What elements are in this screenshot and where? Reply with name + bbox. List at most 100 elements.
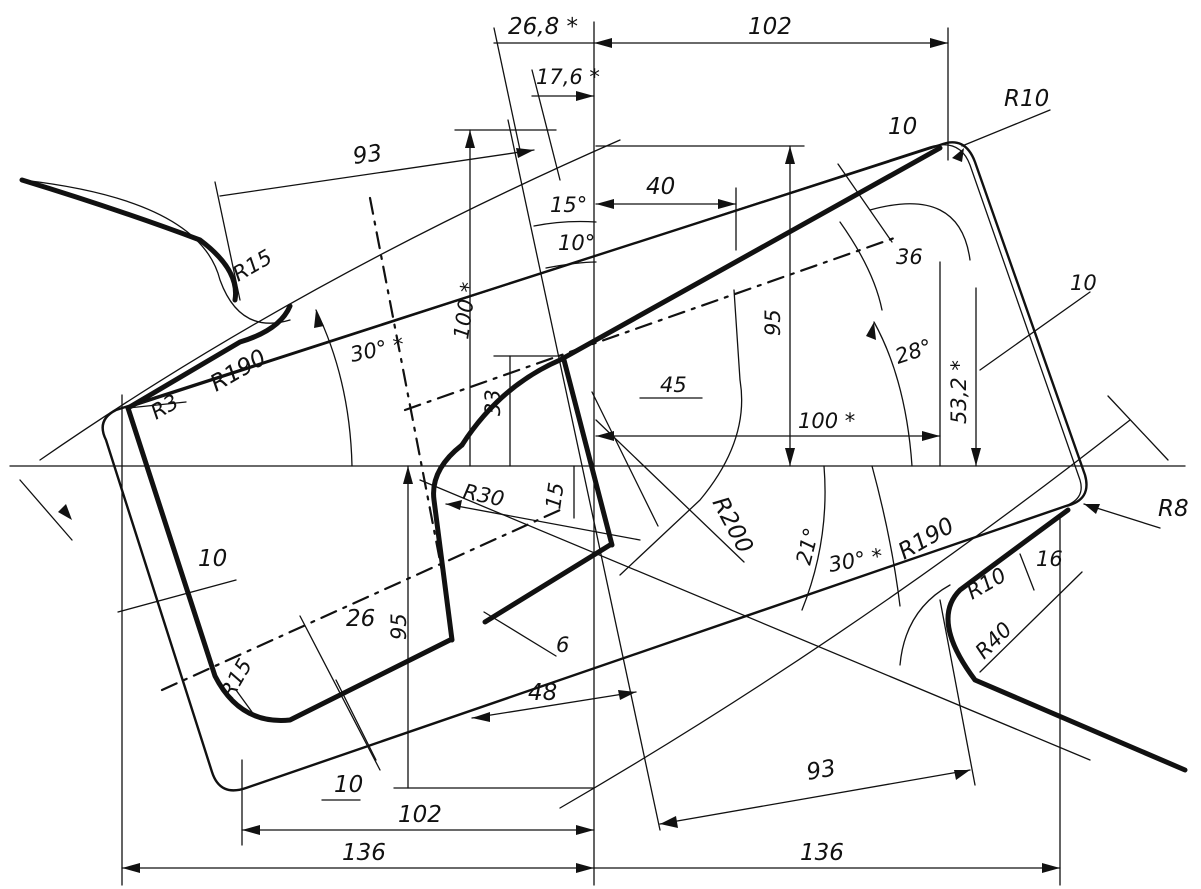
dash-dot-line-lower (160, 508, 562, 692)
arrowhead (785, 448, 795, 466)
ext-line-532 (531, 69, 561, 181)
arrowhead (576, 863, 594, 873)
dim-line-16 (1019, 553, 1035, 591)
left-hook (19, 177, 239, 303)
label-r10-bottom: R10 (963, 563, 1011, 604)
label-r8: R8 (1158, 496, 1189, 522)
arrowhead (952, 148, 964, 162)
label-r190-left: R190 (206, 345, 271, 397)
arrowhead (971, 448, 981, 466)
outer-contour (101, 141, 1088, 792)
leader-6 (483, 611, 557, 657)
arrowhead (516, 148, 534, 158)
label-136-right: 136 (800, 840, 844, 866)
label-30-deg-left: 30° * (348, 332, 406, 367)
label-136-left: 136 (342, 840, 386, 866)
ext-line-far-right (1107, 395, 1169, 461)
label-36: 36 (896, 245, 923, 269)
inner-slot-left (431, 442, 465, 643)
leader-10-right (979, 291, 1091, 371)
label-102-bottom: 102 (398, 802, 442, 828)
label-10-left: 10 (198, 546, 227, 572)
label-15-deg: 15° (550, 193, 587, 217)
r190-arc (39, 139, 621, 461)
label-10-bottom: 10 (334, 772, 363, 798)
label-28-deg: 28° (892, 334, 935, 368)
label-53-2: 53,2 * (947, 360, 971, 424)
arrowhead (58, 504, 72, 520)
arrowheads (58, 38, 1100, 873)
dim-line-10-top (837, 163, 893, 243)
inner-contour-left-edge (125, 405, 453, 723)
label-r40: R40 (971, 617, 1017, 663)
label-21-deg: 21° (792, 525, 824, 567)
label-r30: R30 (461, 479, 506, 511)
arrowhead (576, 91, 594, 101)
leader-r30 (445, 503, 641, 541)
leader-r40 (979, 571, 1083, 673)
label-10-deg: 10° (558, 231, 595, 255)
label-26: 26 (346, 606, 375, 632)
dim-line-10-left (117, 579, 237, 613)
arrowhead (1084, 504, 1100, 514)
ext-line-93-bottom (939, 599, 976, 786)
r190-arc-lower (559, 419, 1131, 809)
outer-contour-path (101, 141, 1088, 792)
label-40: 40 (646, 174, 675, 200)
arrowhead (596, 199, 614, 209)
thin-curves (21, 139, 1131, 809)
label-48: 48 (528, 680, 557, 706)
leader-r200 (595, 419, 745, 563)
dim-line-26 (299, 615, 381, 771)
label-100-horiz: 100 * (798, 409, 855, 433)
curve-left-hook (21, 179, 291, 324)
label-26-8: 26,8 * (508, 14, 578, 40)
inner-slot-lower (482, 542, 613, 625)
ext-line-far-left (19, 479, 73, 541)
curve-right-upper (869, 203, 971, 261)
outer-offset-path (127, 144, 1082, 508)
arrowhead (472, 712, 490, 722)
axis-lines (9, 21, 1186, 886)
leader-r3 (127, 401, 187, 409)
arrowhead (596, 431, 614, 441)
right-hook (945, 507, 1188, 773)
arrowhead (660, 816, 678, 828)
label-r15-bottom: R15 (216, 655, 257, 703)
arrowhead (954, 770, 970, 780)
center-bar (561, 357, 615, 548)
long-diagonal (419, 479, 1091, 761)
inner-slot-upper (459, 145, 943, 448)
label-r190-right: R190 (894, 513, 959, 565)
label-33: 33 (481, 389, 505, 416)
arrowhead (122, 863, 140, 873)
arrowhead (465, 130, 475, 148)
label-r10-top: R10 (1004, 86, 1049, 112)
label-16: 16 (1036, 547, 1063, 571)
arrowhead (930, 38, 948, 48)
dim-line-48 (471, 691, 637, 719)
dim-line-10-bottom (335, 679, 377, 761)
arc-21 (801, 465, 826, 611)
arrowhead (403, 466, 413, 484)
leader-r15-bottom (235, 689, 253, 713)
arrowhead (594, 38, 612, 48)
arrowhead (618, 690, 636, 700)
inclined-centerline (507, 119, 661, 831)
curve-right-lower (899, 584, 951, 666)
label-10-top: 10 (888, 114, 917, 140)
arrowhead (314, 310, 324, 328)
label-93-bottom: 93 (805, 755, 838, 786)
inner-contour-upper (125, 303, 293, 411)
label-100-vert: 100 * (449, 281, 481, 341)
label-95-left: 95 (387, 613, 411, 640)
arrowhead (718, 199, 736, 209)
dimension-lines (19, 27, 1169, 886)
arrowhead (576, 825, 594, 835)
label-17-6: 17,6 * (536, 65, 600, 89)
ext-line-93-top (214, 181, 241, 301)
dim-line-93-bottom (659, 769, 971, 825)
arrowhead (242, 825, 260, 835)
label-10-right: 10 (1070, 271, 1097, 295)
